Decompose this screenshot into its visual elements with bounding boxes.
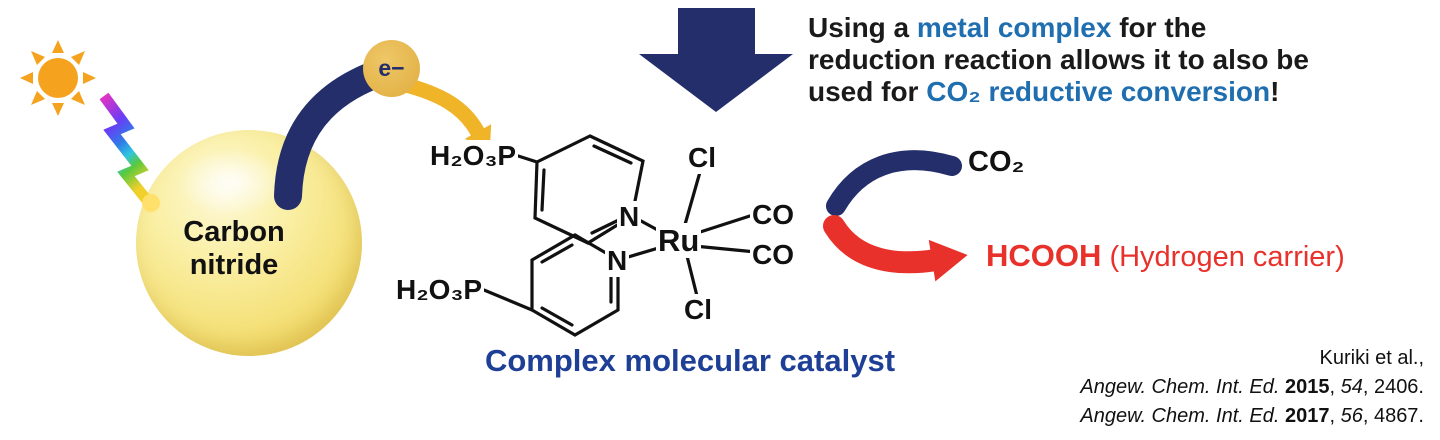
citation-journal: Angew. Chem. Int. Ed. <box>1080 376 1280 398</box>
carbon-nitride-label: Carbon nitride <box>146 216 322 282</box>
citation-volume: 54 <box>1340 376 1363 398</box>
citation-line3: Angew. Chem. Int. Ed. 2017, 56, 4867. <box>994 402 1424 431</box>
phosphonate-bonds <box>482 152 539 312</box>
headline-line2: reduction reaction allows it to also be <box>808 44 1309 75</box>
citation-year: 2015 <box>1279 376 1330 398</box>
citation-journal: Angew. Chem. Int. Ed. <box>1080 405 1280 427</box>
headline-text: Using a <box>808 12 917 43</box>
citation-sep: , <box>1329 376 1341 398</box>
carbon-nitride-label-line1: Carbon <box>183 216 285 248</box>
inter-ring-bond <box>573 233 590 245</box>
hydrogen-carrier-note: (Hydrogen carrier) <box>1101 241 1345 273</box>
sun-icon <box>20 40 96 116</box>
pyridine-ring-bottom-double-bonds <box>540 243 613 327</box>
carbon-nitride-sphere <box>136 130 362 356</box>
headline-text: for the <box>1111 12 1207 43</box>
carbonyl-bottom-label: CO <box>750 239 796 271</box>
phosphonate-bottom-label: H₂O₃P <box>394 274 485 306</box>
electron-to-catalyst-arrow <box>394 76 485 139</box>
phosphonate-top-label: H₂O₃P <box>428 140 519 172</box>
headline-text: used for <box>808 76 927 107</box>
electron-label: e− <box>378 55 405 81</box>
carbonyl-top-label: CO <box>750 199 796 231</box>
headline: Using a metal complex for the reduction … <box>808 12 1433 108</box>
ru-ligand-bonds <box>682 170 758 302</box>
nitrogen-bottom-label: N <box>605 245 630 277</box>
sphere-highlight <box>176 148 286 216</box>
ruthenium-label: Ru <box>656 223 702 258</box>
big-down-arrow <box>639 8 793 112</box>
electron-badge: e− <box>363 40 420 97</box>
citations: Kuriki et al., Angew. Chem. Int. Ed. 201… <box>994 344 1424 431</box>
chloride-top-label: Cl <box>686 142 718 174</box>
citation-sep: , <box>1329 405 1341 427</box>
rainbow-lightning-icon <box>99 92 155 208</box>
headline-line1: Using a metal complex for the <box>808 12 1433 44</box>
co2-label: CO₂ <box>968 146 1025 178</box>
headline-line3: used for CO₂ reductive conversion! <box>808 76 1433 108</box>
citation-line1: Kuriki et al., <box>1319 347 1424 369</box>
light-glow-icon <box>142 194 160 212</box>
citation-year: 2017 <box>1279 405 1330 427</box>
product-arrow <box>823 215 947 274</box>
carbon-nitride-label-line2: nitride <box>189 249 279 281</box>
catalyst-caption: Complex molecular catalyst <box>484 343 896 378</box>
citation-pages: , 2406. <box>1362 376 1424 398</box>
nitrogen-top-label: N <box>617 201 642 233</box>
citation-volume: 56 <box>1340 405 1363 427</box>
headline-highlight-metal-complex: metal complex <box>916 12 1112 43</box>
headline-text: ! <box>1270 76 1280 107</box>
product-arrowhead <box>928 239 968 282</box>
product-label: HCOOH (Hydrogen carrier) <box>986 238 1345 274</box>
hcooh-label: HCOOH <box>986 238 1102 273</box>
co2-input-arrow <box>826 150 962 216</box>
headline-highlight-co2-conversion: CO₂ reductive conversion <box>926 76 1271 107</box>
citation-line2: Angew. Chem. Int. Ed. 2015, 54, 2406. <box>994 373 1424 402</box>
chloride-bottom-label: Cl <box>682 294 714 326</box>
citation-pages: , 4867. <box>1362 405 1424 427</box>
